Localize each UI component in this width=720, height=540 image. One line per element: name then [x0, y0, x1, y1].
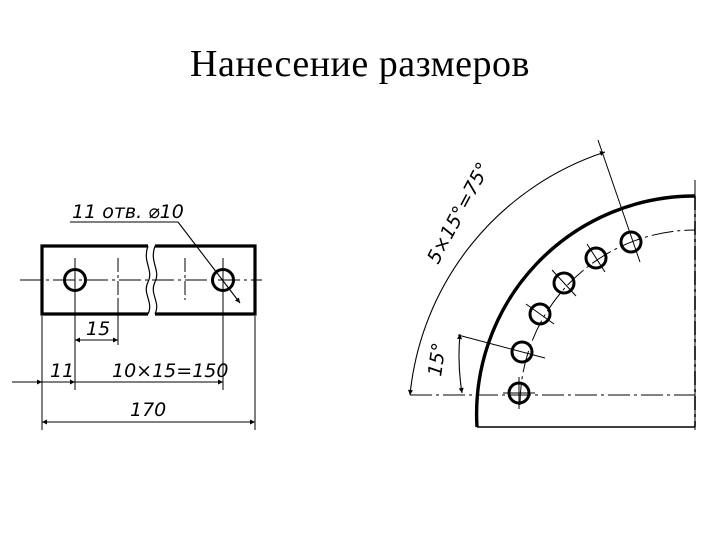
dim-text-11: 11 — [50, 360, 74, 382]
right-flange-drawing: 5×15°=75° 15° — [408, 139, 696, 430]
dim-text-15: 15 — [86, 318, 110, 340]
extension-lines — [41, 300, 256, 430]
dim-text-15-deg: 15° — [424, 341, 450, 377]
left-strip-drawing: 11 отв. ⌀10 15 11 10×15=150 170 — [12, 201, 262, 430]
dim-arc-15 — [457, 333, 464, 394]
dim-arc-75 — [408, 151, 606, 396]
dim-text-chain: 10×15=150 — [112, 360, 228, 382]
dim-text-75: 5×15°=75° — [423, 159, 495, 268]
hole-leader — [70, 221, 241, 304]
dim-text-170: 170 — [130, 399, 166, 421]
hole-callout-text: 11 отв. ⌀10 — [72, 201, 184, 223]
arc-hole — [619, 230, 643, 254]
holes-on-arc — [507, 230, 643, 405]
dimension-lines — [12, 337, 255, 425]
center-lines — [20, 258, 262, 300]
break-lines — [145, 245, 158, 315]
slide-title: Нанесение размеров — [190, 43, 530, 85]
